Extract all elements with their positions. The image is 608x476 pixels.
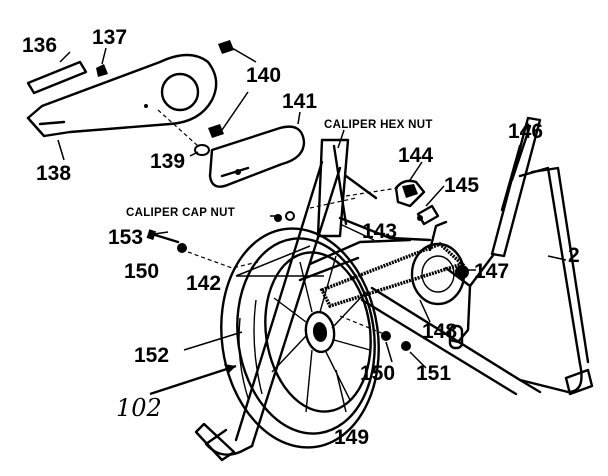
caliper-cap-nut-part — [274, 211, 295, 222]
front-frame — [194, 138, 432, 462]
part-144-caliper — [394, 179, 426, 208]
label-2: 2 — [568, 244, 580, 267]
part-139-washer — [157, 109, 210, 156]
part-145-bolt — [416, 204, 440, 226]
label-150-lower: 150 — [360, 362, 395, 385]
part-141-inner-guard — [208, 125, 306, 188]
label-152: 152 — [134, 344, 169, 367]
label-150-upper: 150 — [124, 260, 159, 283]
part-151-nut — [339, 315, 411, 351]
label-149: 149 — [334, 426, 369, 449]
label-caliper-hex-nut: CALIPER HEX NUT — [324, 119, 433, 131]
label-138: 138 — [36, 162, 71, 185]
part-146-upright — [468, 116, 594, 396]
label-146: 146 — [508, 120, 543, 143]
base-frame — [360, 286, 542, 396]
label-137: 137 — [92, 26, 127, 49]
part-150-nut-lower — [381, 331, 391, 341]
leader-lines — [57, 47, 567, 413]
label-148: 148 — [422, 320, 457, 343]
part-137-screw — [96, 64, 108, 77]
flywheel — [220, 227, 380, 449]
label-151: 151 — [416, 362, 451, 385]
part-140-screws — [208, 40, 257, 138]
label-141: 141 — [282, 90, 317, 113]
part-138-chain-guard — [26, 53, 218, 138]
part-150-nut-upper — [177, 243, 187, 253]
part-136-decal — [26, 60, 88, 95]
label-140: 140 — [246, 64, 281, 87]
axle-dashline — [187, 251, 259, 269]
label-caliper-cap-nut: CALIPER CAP NUT — [126, 207, 235, 219]
label-143: 143 — [362, 220, 397, 243]
part-147-crank — [410, 220, 472, 350]
label-102-handwritten: 102 — [116, 394, 162, 422]
label-147: 147 — [474, 260, 509, 283]
label-145: 145 — [444, 174, 479, 197]
label-153: 153 — [108, 226, 143, 249]
part-153-bolt — [146, 229, 180, 244]
label-142: 142 — [186, 272, 221, 295]
label-139: 139 — [150, 150, 185, 173]
label-144: 144 — [398, 144, 433, 167]
label-136: 136 — [22, 34, 57, 57]
brake-cable — [309, 187, 399, 209]
